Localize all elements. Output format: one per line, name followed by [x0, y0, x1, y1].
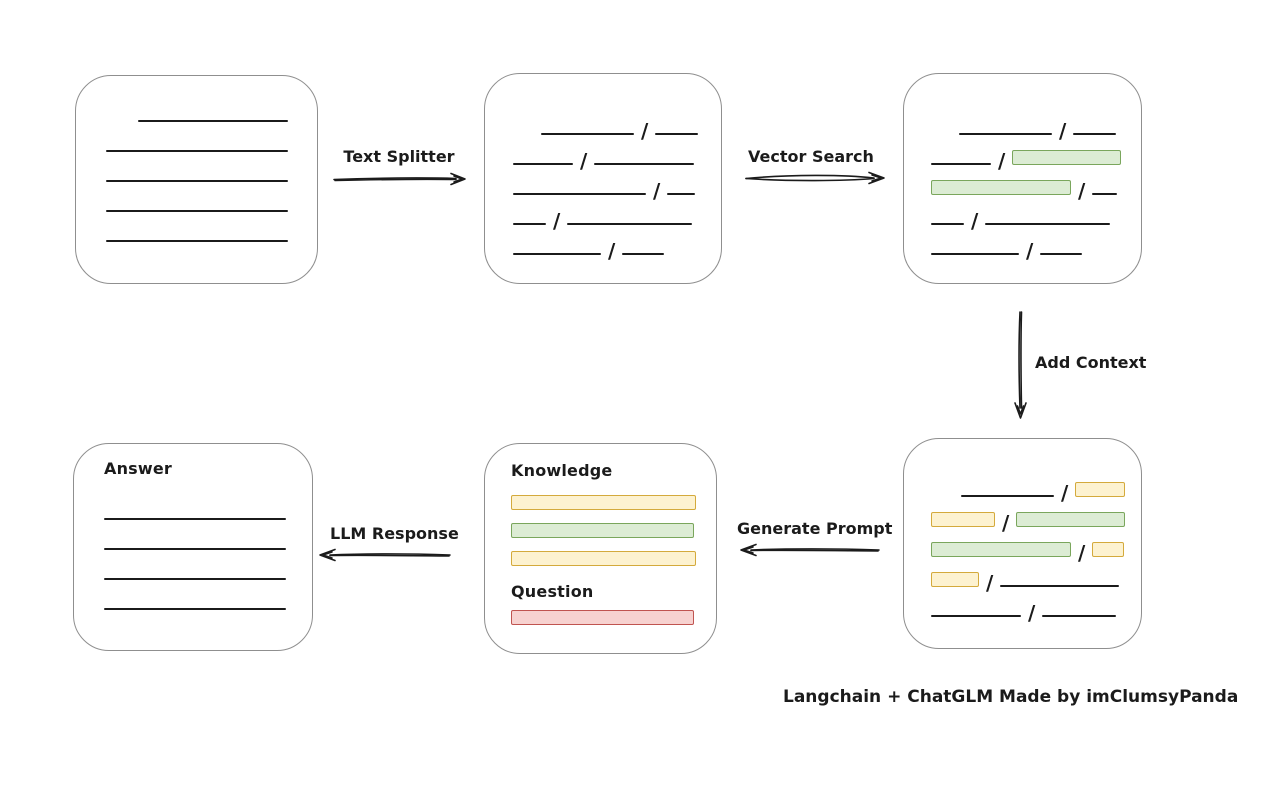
answer-node: Answer — [73, 443, 313, 651]
matched-chunks-rows: ///// — [904, 74, 1141, 262]
question-bars — [511, 610, 716, 625]
prompt-node: Knowledge Question — [484, 443, 717, 654]
vector-search-arrow — [745, 171, 885, 185]
question-label: Question — [511, 582, 594, 601]
knowledge-bars — [511, 495, 716, 566]
answer-lines — [104, 478, 312, 638]
answer-label: Answer — [104, 459, 173, 478]
document-lines — [76, 76, 317, 270]
llm-response-label: LLM Response — [330, 524, 459, 543]
document-node — [75, 75, 318, 284]
generate-prompt-label: Generate Prompt — [737, 519, 893, 538]
caption: Langchain + ChatGLM Made by imClumsyPand… — [783, 687, 1239, 707]
matched-chunks-node: ///// — [903, 73, 1142, 284]
llm-response-arrow — [319, 548, 451, 562]
vector-search-label: Vector Search — [748, 147, 874, 166]
add-context-label: Add Context — [1035, 353, 1147, 372]
text-splitter-arrow — [333, 172, 466, 186]
generate-prompt-arrow — [740, 543, 880, 557]
split-chunks-rows: ///// — [485, 74, 721, 262]
text-splitter-label: Text Splitter — [343, 147, 455, 166]
context-chunks-node: ///// — [903, 438, 1142, 649]
split-chunks-node: ///// — [484, 73, 722, 284]
add-context-arrow — [1014, 311, 1027, 419]
context-chunks-rows: ///// — [904, 439, 1141, 624]
knowledge-label: Knowledge — [511, 461, 613, 480]
